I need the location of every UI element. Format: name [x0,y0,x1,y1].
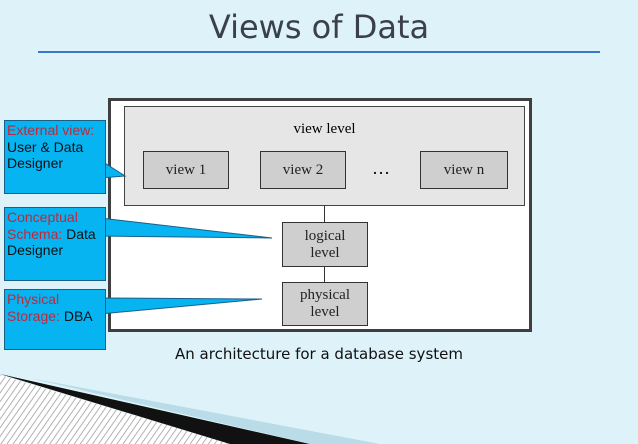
ellipsis: … [372,158,390,178]
slide-title: Views of Data [208,8,430,46]
physical-level-box: physical level [282,282,368,326]
view-n-box: view n [420,151,508,189]
title-underline [38,51,600,53]
view-1-box: view 1 [143,151,229,189]
callout-external-label: External view: [7,122,95,138]
callout-physical: Physical Storage: DBA [4,289,106,350]
black-swoosh [0,374,310,444]
physical-line2: level [310,304,340,320]
callout-conceptual-label: Conceptual Schema: [7,209,78,242]
callout-physical-text: DBA [63,307,93,324]
callout-external: External view: User & Data Designer [4,120,106,194]
logical-line1: logical [304,227,346,244]
callout-conceptual-text: Data Designer [7,225,96,259]
pointer-conceptual [99,217,273,239]
pointer-physical [99,297,263,315]
callout-conceptual: Conceptual Schema: Data Designer [4,207,106,281]
callout-external-text: User & Data Designer [7,138,84,172]
view-2-box: view 2 [260,151,346,189]
logical-level-box: logical level [282,222,368,267]
light-swoosh [30,378,380,444]
physical-line1: physical [300,287,350,303]
view-level-label: view level [293,121,356,137]
figure-caption: An architecture for a database system [175,345,463,363]
hatched-decoration [0,375,230,444]
logical-line2: level [310,244,340,261]
callout-physical-label: Physical Storage: [7,291,60,324]
